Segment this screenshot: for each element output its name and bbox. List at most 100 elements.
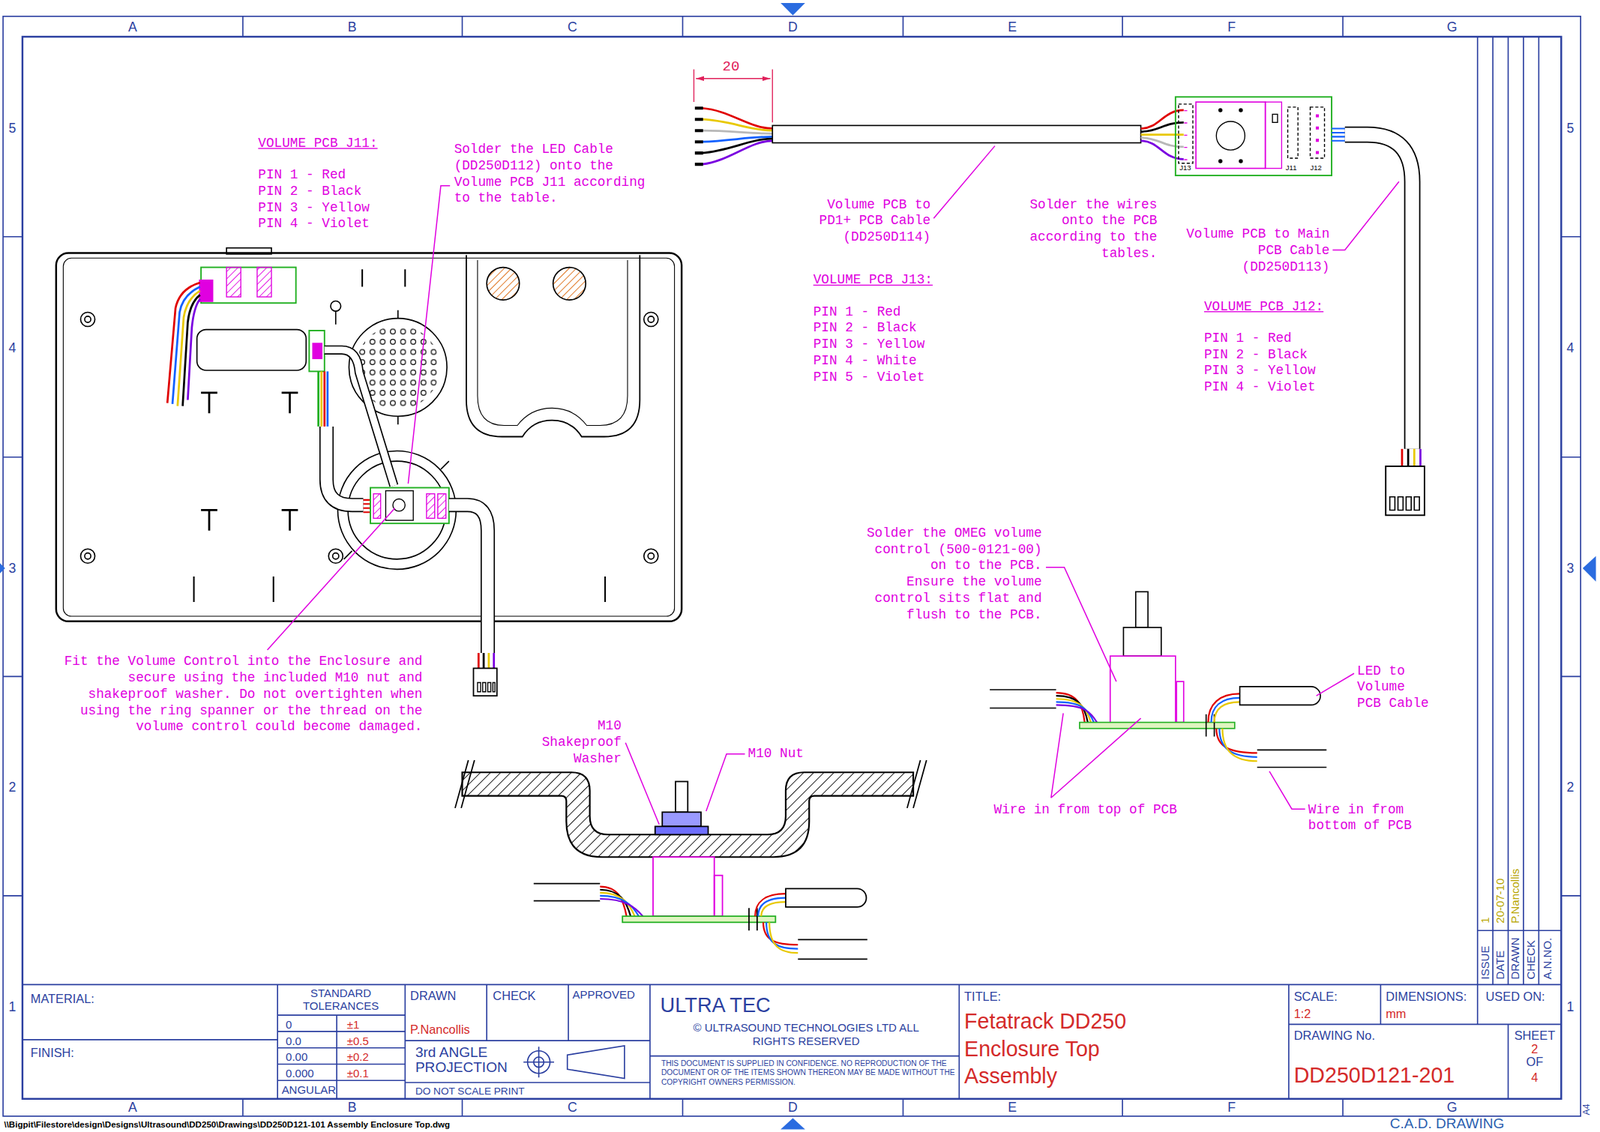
cable-assembly — [695, 77, 771, 79]
callout: Wire in from bottom of PCB — [1308, 802, 1416, 836]
pin-assignment: PIN 2 - Black — [813, 320, 917, 337]
cable-assembly — [1272, 113, 1278, 123]
section-view — [675, 782, 688, 813]
grid-reference: D — [788, 19, 798, 36]
grid-reference: E — [1007, 19, 1017, 36]
grid-reference: B — [347, 1099, 357, 1117]
cable-assembly — [693, 69, 1424, 516]
leader-line — [706, 754, 746, 812]
cable-assembly — [772, 125, 1141, 143]
cable-assembly — [693, 69, 773, 123]
cable-assembly — [1238, 158, 1243, 163]
connector-designator: J13 — [1179, 163, 1191, 173]
callout: Wire in from top of PCB — [994, 802, 1178, 819]
grid-reference: B — [347, 19, 357, 36]
cable-assembly — [1407, 449, 1410, 467]
section-view — [758, 898, 786, 917]
dimension: 20 — [722, 58, 741, 76]
screw-boss — [647, 553, 654, 560]
volume-control-side-view — [1222, 728, 1257, 762]
title-block-field: SHEET — [1514, 1028, 1556, 1044]
section-view — [761, 901, 786, 917]
sheet-number: 4 — [1531, 1070, 1538, 1086]
enclosure-top — [477, 260, 628, 426]
sheet-size: A4 — [1582, 1104, 1594, 1116]
cable-assembly — [1178, 104, 1193, 164]
pcb-and-wiring — [449, 505, 489, 654]
screw-boss — [644, 311, 659, 327]
pcb-and-wiring — [473, 668, 497, 696]
title-block-field: CHECK — [492, 988, 536, 1004]
tolerance-value: 0.000 — [285, 1066, 314, 1081]
pcb-and-wiring — [392, 499, 405, 512]
title-block-field: DRAWING No. — [1294, 1028, 1376, 1044]
enclosure-top — [486, 267, 520, 301]
scale-value: 1:2 — [1294, 1006, 1312, 1022]
leader-line — [1051, 713, 1142, 798]
pcb-and-wiring — [257, 267, 272, 297]
rib — [200, 392, 298, 531]
cable-assembly — [1218, 107, 1223, 112]
revision-heading: CHECK — [1524, 940, 1538, 980]
centring-mark — [0, 563, 6, 574]
volume-control-side-view — [1257, 749, 1328, 768]
company-logo: ULTRA TEC — [660, 992, 771, 1018]
cable-assembly — [701, 140, 773, 165]
pcb-and-wiring — [492, 653, 495, 669]
drawing-frame — [22, 36, 1562, 1100]
screw-boss — [84, 316, 91, 323]
screw-boss — [332, 553, 339, 560]
cable-assembly — [1413, 449, 1416, 467]
cable-assembly — [1216, 121, 1245, 150]
tolerance-value: 0.00 — [285, 1049, 308, 1064]
volume-control-side-view — [1207, 693, 1240, 723]
pin-assignment: PIN 3 - Yellow — [813, 336, 926, 354]
enclosure-top — [56, 248, 682, 622]
pcb-and-wiring — [311, 342, 323, 360]
cable-assembly — [1141, 122, 1184, 132]
pcb-and-wiring — [370, 488, 450, 525]
screw-boss — [335, 311, 337, 325]
copyright-note: © ULTRASOUND TECHNOLOGIES LTD ALL RIGHTS… — [691, 1021, 921, 1048]
title-block-field: USED ON: — [1486, 989, 1546, 1005]
file-path: \\Bigpit\Filestore\design\Designs\Ultras… — [3, 1119, 450, 1130]
leader-line — [267, 146, 1400, 825]
screw-boss — [80, 548, 96, 564]
pcb-and-wiring — [177, 290, 201, 407]
section-view — [662, 811, 702, 827]
projection-symbol — [523, 1045, 625, 1079]
projection-symbol — [523, 1046, 555, 1078]
pcb-and-wiring — [449, 505, 489, 654]
title-block-field: OF — [1526, 1054, 1544, 1070]
section-view — [599, 898, 643, 917]
pcb-and-wiring — [477, 653, 480, 669]
pcb-and-wiring — [167, 267, 498, 697]
part-label: M10 Shakeproof Washer — [537, 718, 621, 768]
pcb-and-wiring — [477, 682, 495, 692]
title-block-field: APPROVED — [572, 988, 636, 1003]
title-block-field: TITLE: — [964, 989, 1001, 1005]
pcb-and-wiring — [324, 350, 395, 486]
grid-reference: F — [1227, 19, 1236, 36]
connector-designator: J12 — [1309, 163, 1322, 173]
pin-assignment: PIN 1 - Red — [257, 167, 346, 184]
centring-mark — [780, 1118, 806, 1130]
stamp-text: C.A.D. DRAWING — [1390, 1115, 1505, 1132]
cable-assembly — [1218, 158, 1223, 163]
volume-control-side-view — [1214, 701, 1241, 723]
drawing-frame — [2, 16, 1581, 1117]
revision-heading: DATE — [1493, 950, 1508, 980]
volume-control-side-view — [1206, 714, 1215, 738]
volume-control-side-view — [1123, 627, 1161, 657]
enclosure-top — [553, 267, 587, 301]
title-block-grid — [22, 36, 1562, 1100]
pcb-and-wiring — [373, 494, 381, 519]
screw-boss — [647, 316, 654, 323]
assembly-note: Solder the wires onto the PCB according … — [1025, 197, 1157, 263]
pcb-and-wiring — [182, 294, 201, 406]
cable-label: LED to Volume PCB Cable — [1357, 663, 1433, 713]
drawn-by: P.Nancollis — [410, 1022, 471, 1038]
cable-assembly — [1385, 466, 1425, 516]
grid-reference: 3 — [1567, 560, 1575, 577]
projection-symbol — [567, 1045, 625, 1079]
